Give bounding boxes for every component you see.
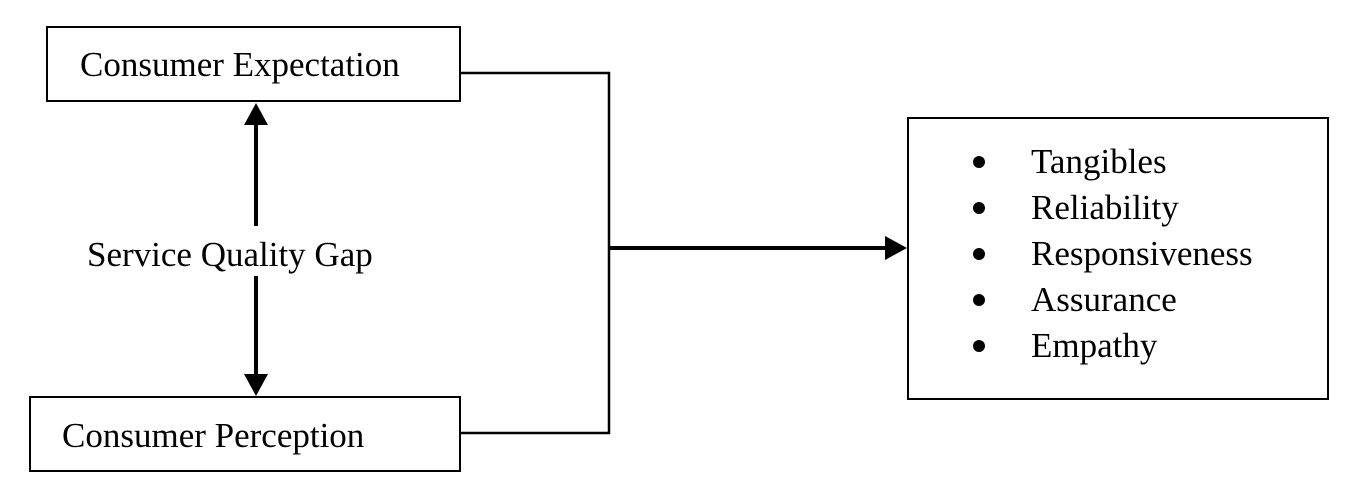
gap-arrow-up-head	[244, 103, 268, 125]
bullet-icon	[973, 248, 985, 260]
dimension-item-tangibles: Tangibles	[909, 139, 1327, 185]
bullet-icon	[973, 202, 985, 214]
consumer-perception-label: Consumer Perception	[62, 416, 365, 455]
dimension-item-empathy: Empathy	[909, 323, 1327, 369]
consumer-expectation-label: Consumer Expectation	[80, 45, 400, 84]
service-quality-gap-label: Service Quality Gap	[87, 235, 373, 275]
gap-arrow-down-head	[244, 374, 268, 396]
dimension-item-assurance: Assurance	[909, 277, 1327, 323]
bullet-icon	[973, 340, 985, 352]
consumer-perception-box: Consumer Perception	[29, 396, 461, 472]
dimension-label: Empathy	[1031, 326, 1158, 365]
bullet-icon	[973, 294, 985, 306]
arrow-to-dimensions-head	[885, 236, 907, 260]
bullet-icon	[973, 156, 985, 168]
bracket-line	[461, 71, 611, 435]
service-dimensions-list: Tangibles Reliability Responsiveness Ass…	[909, 139, 1327, 369]
dimension-item-responsiveness: Responsiveness	[909, 231, 1327, 277]
dimension-label: Responsiveness	[1031, 234, 1253, 273]
service-dimensions-box: Tangibles Reliability Responsiveness Ass…	[907, 117, 1329, 400]
dimension-label: Tangibles	[1031, 142, 1167, 181]
dimension-label: Reliability	[1031, 188, 1179, 227]
dimension-label: Assurance	[1031, 280, 1177, 319]
consumer-expectation-box: Consumer Expectation	[46, 26, 461, 102]
dimension-item-reliability: Reliability	[909, 185, 1327, 231]
